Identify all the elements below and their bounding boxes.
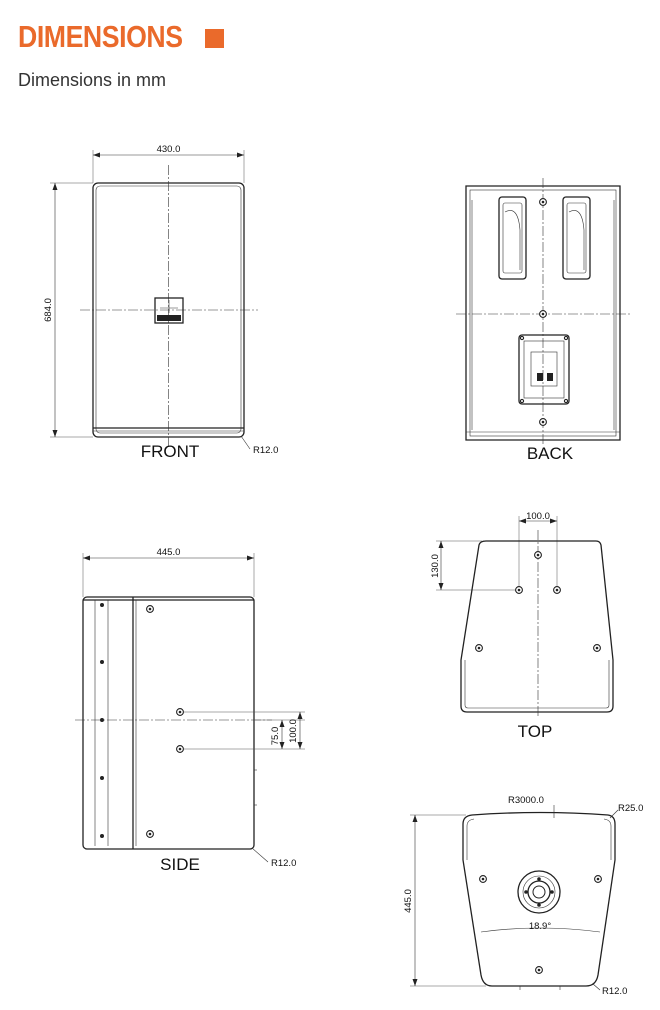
bottom-radius-corner-label: R25.0 <box>618 803 643 814</box>
back-view-label: BACK <box>527 444 574 463</box>
side-depth-label: 445.0 <box>157 547 181 558</box>
page-header: DIMENSIONS <box>18 19 225 54</box>
bottom-angle-label: 18.9° <box>529 921 551 932</box>
side-offset-b-label: 100.0 <box>288 719 299 743</box>
side-offset-a-label: 75.0 <box>270 727 281 746</box>
top-spacing-label: 100.0 <box>526 511 550 522</box>
front-view: 430.0 684.0 R12.0 FRONT <box>43 144 278 461</box>
bottom-view: 445.0 R3000.0 R25.0 18.9° R12.0 <box>403 795 643 997</box>
bottom-radius-large-label: R3000.0 <box>508 795 544 806</box>
front-width-label: 430.0 <box>157 144 181 155</box>
back-view: BACK <box>456 178 630 463</box>
bottom-radius-label: R12.0 <box>602 986 627 997</box>
side-view: 445.0 75.0 100.0 R12.0 SIDE <box>75 547 305 874</box>
page-subtitle: Dimensions in mm <box>18 70 167 90</box>
side-radius-label: R12.0 <box>271 858 296 869</box>
title-square-icon <box>205 28 225 48</box>
page-title: DIMENSIONS <box>18 19 183 54</box>
front-view-label: FRONT <box>141 442 200 461</box>
bottom-depth-label: 445.0 <box>403 889 414 913</box>
side-view-label: SIDE <box>160 855 200 874</box>
front-height-label: 684.0 <box>43 298 54 322</box>
top-depth-label: 130.0 <box>430 554 441 578</box>
top-view: 100.0 130.0 TOP <box>430 511 614 741</box>
top-view-label: TOP <box>518 722 553 741</box>
front-radius-label: R12.0 <box>253 445 278 456</box>
